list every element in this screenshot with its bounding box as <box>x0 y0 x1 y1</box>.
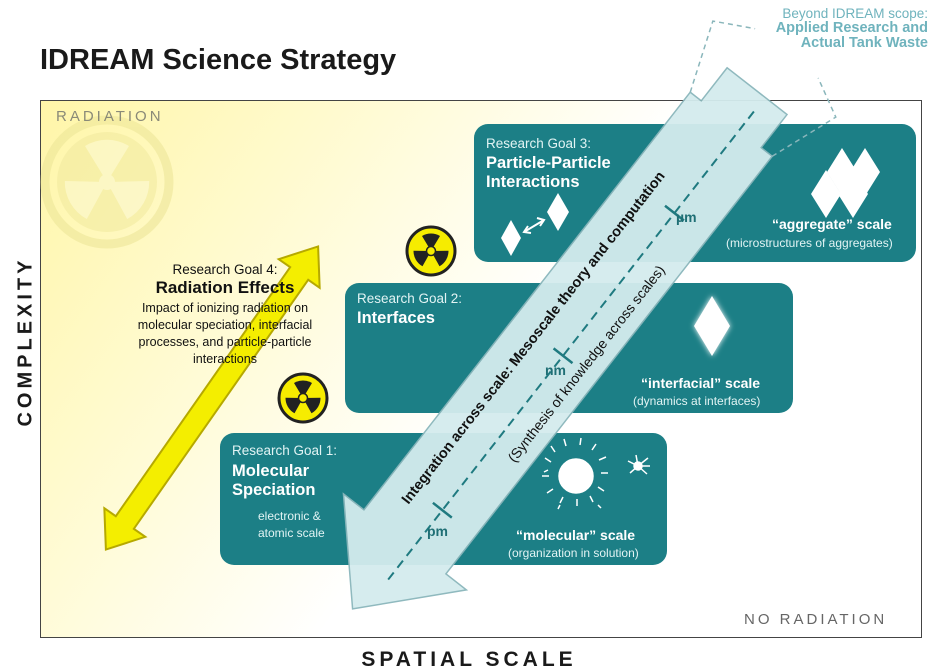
spatial-scale-axis-label: SPATIAL SCALE <box>361 648 577 671</box>
goal1-subtitle-line2: atomic scale <box>258 526 325 540</box>
aggregate-diamonds-icon <box>811 148 880 218</box>
goal2-scale-name: “interfacial” scale <box>641 375 761 391</box>
solvated-molecule-icon <box>542 437 608 510</box>
tick-label-nm: nm <box>545 362 566 378</box>
goal1-scale-description: (organization in solution) <box>508 546 639 560</box>
goal3-scale-description: (microstructures of aggregates) <box>726 236 893 250</box>
goal3-heading: Research Goal 3: <box>486 136 592 151</box>
goal1-scale-name: “molecular” scale <box>516 527 636 543</box>
goal4-heading: Research Goal 4: <box>172 262 278 277</box>
goal2-scale-description: (dynamics at interfaces) <box>633 394 761 408</box>
interface-diamond-icon <box>694 296 730 356</box>
tick-label-pm: pm <box>427 523 448 539</box>
goal3-scale-name: “aggregate” scale <box>772 216 892 232</box>
radiation-badge-icon-lower <box>277 372 329 424</box>
goal4-description: Impact of ionizing radiation on molecula… <box>137 301 313 366</box>
tick-label-um: µm <box>676 209 697 225</box>
beyond-scope-line1: Beyond IDREAM scope: <box>782 6 928 21</box>
goal4-title: Radiation Effects <box>155 278 295 297</box>
integration-arrow: Integration across scale: Mesoscale theo… <box>342 20 837 610</box>
goal3-title-line2: Interactions <box>486 173 580 191</box>
radiation-badge-icon-upper <box>405 225 457 277</box>
goal3-title-line1: Particle-Particle <box>486 154 611 172</box>
goal1-title-line2: Speciation <box>232 481 316 499</box>
no-radiation-corner-label: NO RADIATION <box>744 611 888 628</box>
beyond-scope-line2: Applied Research and <box>775 20 928 36</box>
beyond-scope-note: Beyond IDREAM scope: Applied Research an… <box>776 6 928 51</box>
beyond-scope-line3: Actual Tank Waste <box>800 35 928 51</box>
particle-pair-icon <box>501 193 569 256</box>
goal2-heading: Research Goal 2: <box>357 291 463 306</box>
interaction-arrow-icon <box>522 217 546 234</box>
small-molecule-icon <box>627 454 650 475</box>
research-goal-4: Research Goal 4: Radiation Effects Impac… <box>130 262 320 368</box>
radiation-effects-arrow <box>103 245 321 551</box>
goal1-subtitle-line1: electronic & <box>258 509 321 523</box>
page-title: IDREAM Science Strategy <box>40 44 397 76</box>
goal2-title: Interfaces <box>357 309 435 327</box>
goal1-heading: Research Goal 1: <box>232 443 338 458</box>
radiation-corner-label: RADIATION <box>56 108 164 125</box>
goal1-title-line1: Molecular <box>232 462 310 480</box>
radiation-watermark-icon <box>40 115 174 249</box>
